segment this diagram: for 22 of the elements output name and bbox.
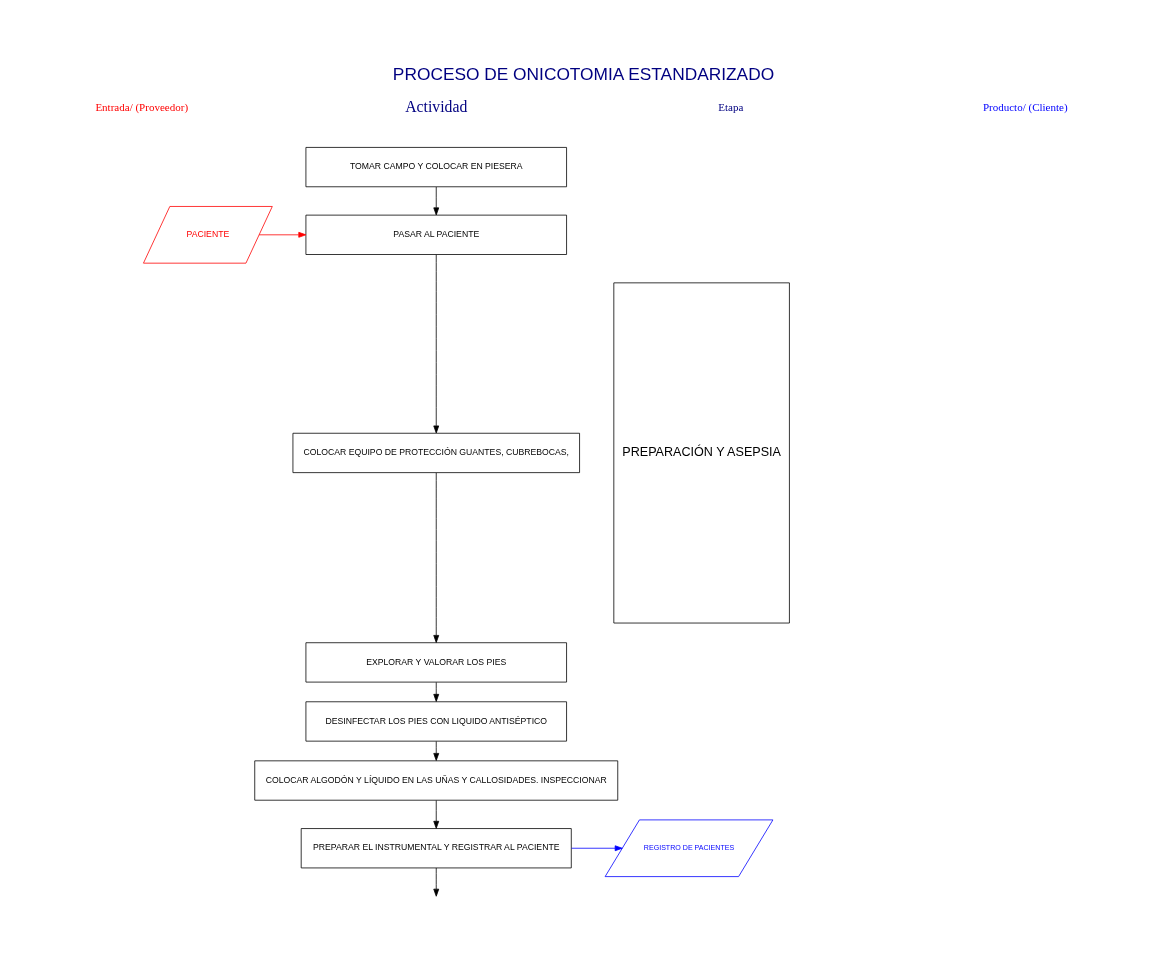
arrow xyxy=(433,800,440,829)
arrow xyxy=(433,254,440,434)
label: Etapa xyxy=(718,100,744,113)
node-box: PASAR AL PACIENTE xyxy=(305,214,567,255)
arrow xyxy=(258,231,307,238)
arrow xyxy=(433,186,440,216)
arrow xyxy=(433,741,440,761)
node-box: EXPLORAR Y VALORAR LOS PIES xyxy=(305,642,567,683)
node-box: PREPARACIÓN Y ASEPSIA xyxy=(613,282,790,624)
node-box: COLOCAR ALGODÓN Y LÍQUIDO EN LAS UÑAS Y CALLOSIDADES. INSPECCIONAR xyxy=(254,760,619,801)
arrow xyxy=(433,472,440,643)
arrow xyxy=(571,845,623,852)
node-box: DESINFECTAR LOS PIES CON LIQUIDO ANTISÉPTICO xyxy=(305,701,567,742)
label: Producto/ (Cliente) xyxy=(982,100,1068,113)
arrow xyxy=(433,681,440,702)
label: Entrada/ (Proveedor) xyxy=(95,100,189,113)
node-box: TOMAR CAMPO Y COLOCAR EN PIESERA xyxy=(305,147,567,188)
node-box: PREPARAR EL INSTRUMENTAL Y REGISTRAR AL PACIENTE xyxy=(300,828,572,869)
node-box: COLOCAR EQUIPO DE PROTECCIÓN GUANTES, CUBREBOCAS, xyxy=(292,432,580,474)
diagram-title: PROCESO DE ONICOTOMIA ESTANDARIZADO xyxy=(392,64,775,85)
arrow xyxy=(433,867,440,897)
label: Actividad xyxy=(405,97,468,115)
